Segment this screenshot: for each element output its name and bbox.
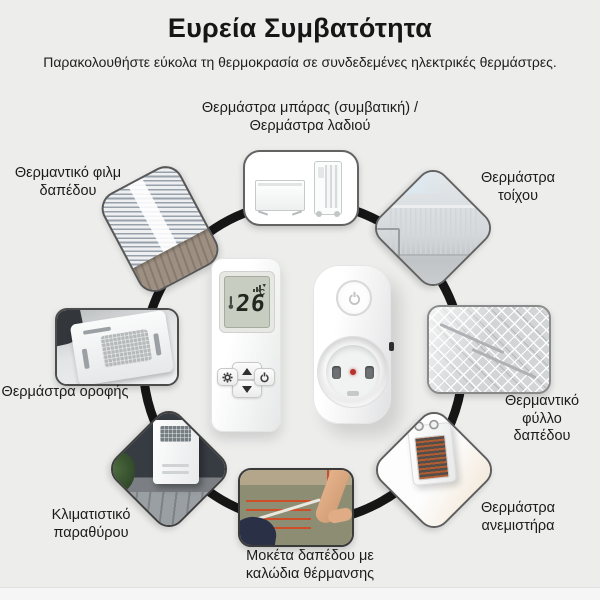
remote-power-button[interactable] — [254, 368, 275, 386]
label-window-air-conditioner: Κλιματιστικό παραθύρου — [51, 507, 131, 541]
socket-hole-left — [332, 366, 341, 379]
label-heated-floor-carpet: Μοκέτα δαπέδου με καλώδια θέρμανσης — [245, 548, 375, 582]
convector-heater-illustration — [255, 180, 305, 216]
photo-floor-heating-sheet — [427, 305, 551, 394]
side-button[interactable] — [389, 342, 394, 351]
photo-ceiling-heater — [55, 308, 179, 386]
power-icon — [260, 371, 269, 382]
portable-ac-illustration — [153, 420, 199, 485]
ground-clip — [347, 391, 359, 396]
thermometer-icon — [228, 295, 234, 315]
lcd-display: 26 °C — [219, 271, 275, 333]
photo-bar-oil-heater — [243, 150, 359, 226]
fan-heater-illustration — [406, 419, 458, 487]
schuko-socket — [317, 336, 389, 408]
label-wall-heater: Θερμάστρα τοίχου — [480, 170, 556, 204]
arrow-down-icon — [242, 385, 252, 393]
settings-button[interactable] — [217, 368, 238, 386]
status-led — [350, 369, 356, 375]
oil-heater-illustration — [314, 161, 342, 217]
plug-power-button[interactable] — [336, 280, 372, 316]
arrow-up-icon — [242, 367, 252, 375]
page-subtitle: Παρακολουθήστε εύκολα τη θερμοκρασία σε … — [43, 54, 557, 70]
gear-icon — [222, 371, 233, 383]
bottom-section-divider — [0, 587, 600, 600]
signal-icon — [253, 279, 266, 297]
label-bar-oil-heater: Θερμάστρα μπάρας (συμβατική) / Θερμάστρα… — [201, 100, 419, 134]
radiator-illustration — [389, 207, 480, 256]
thermostat-remote: 26 °C — [211, 258, 281, 432]
page-title: Ευρεία Συμβατότητα — [167, 13, 433, 43]
power-icon — [348, 291, 360, 305]
label-ceiling-heater: Θερμάστρα οροφής — [1, 384, 129, 400]
label-fan-heater: Θερμάστρα ανεμιστήρα — [480, 500, 556, 534]
label-floor-heating-film: Θερμαντικό φιλμ δαπέδου — [14, 165, 122, 199]
label-floor-heating-sheet: Θερμαντικό φύλλο δαπέδου — [504, 393, 580, 445]
photo-heated-floor-carpet — [238, 468, 354, 547]
socket-hole-right — [365, 366, 374, 379]
smart-plug — [313, 265, 394, 424]
temperature-unit: °C — [256, 288, 265, 297]
